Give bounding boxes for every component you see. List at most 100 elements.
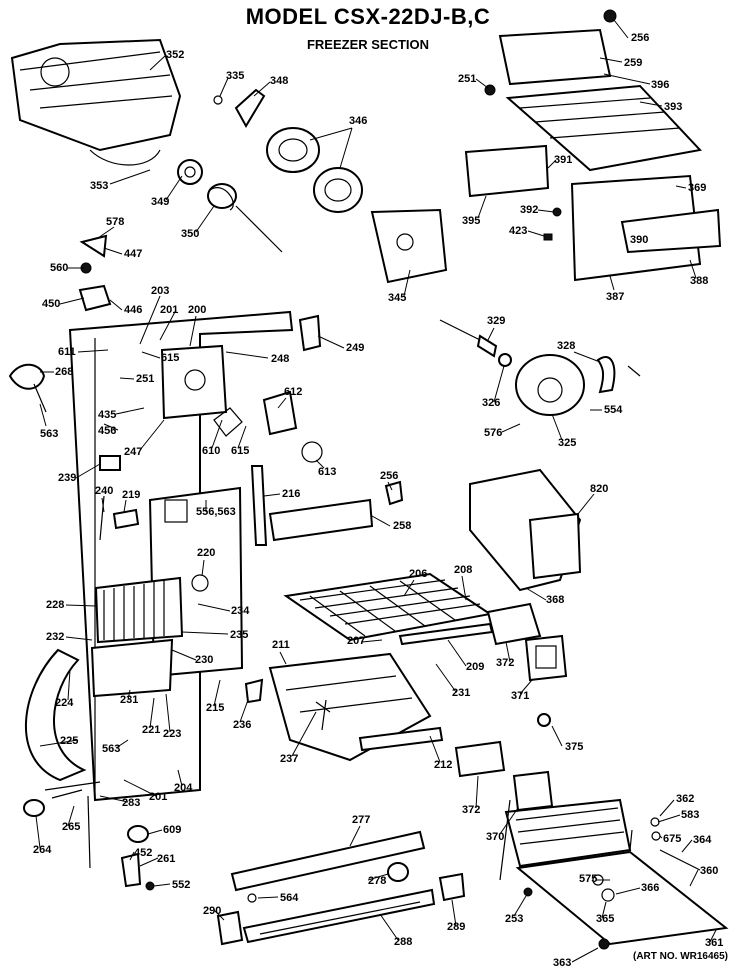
label-251-mid: 251 [136,373,154,385]
label-563-a: 563 [40,428,58,440]
ice-maker-tray-group [464,9,722,282]
label-200: 200 [188,304,206,316]
label-219: 219 [122,489,140,501]
label-552: 552 [172,879,190,891]
label-234: 234 [231,605,250,617]
label-609: 609 [163,824,181,836]
label-345: 345 [388,292,406,304]
label-290: 290 [203,905,221,917]
label-325: 325 [558,437,576,449]
label-615-b: 615 [231,445,249,457]
label-352: 352 [166,49,184,61]
label-554: 554 [604,404,623,416]
label-277: 277 [352,814,370,826]
door-trim-part [25,648,87,782]
label-216: 216 [282,488,300,500]
label-348: 348 [270,75,288,87]
label-611: 611 [58,346,76,358]
label-387: 387 [606,291,624,303]
label-228: 228 [46,599,64,611]
label-328: 328 [557,340,575,352]
label-221: 221 [142,724,160,736]
left-small-parts [8,234,551,891]
label-236: 236 [233,719,251,731]
ice-bucket-part [10,38,182,166]
label-247: 247 [124,446,142,458]
label-372-b: 372 [462,804,480,816]
label-610: 610 [202,445,220,457]
label-235: 235 [230,629,248,641]
label-362: 362 [676,793,694,805]
label-261: 261 [157,853,175,865]
label-248: 248 [271,353,289,365]
label-346: 346 [349,115,367,127]
label-326: 326 [482,397,500,409]
compressor-compartment-part [499,798,729,950]
label-365: 365 [596,913,614,925]
label-249: 249 [346,342,364,354]
label-564: 564 [280,892,299,904]
label-391: 391 [554,154,572,166]
label-215: 215 [206,702,224,714]
label-366: 366 [641,882,659,894]
label-201-top: 201 [160,304,178,316]
label-361: 361 [705,937,723,949]
label-452: 452 [134,847,152,859]
section-title: FREEZER SECTION [306,37,430,52]
label-388: 388 [690,275,708,287]
label-615-a: 615 [161,352,179,364]
label-335: 335 [226,70,244,82]
label-212: 212 [434,759,452,771]
label-251-top: 251 [458,73,476,85]
label-231-left: 231 [120,694,138,706]
label-204: 204 [174,782,193,794]
label-353: 353 [90,180,108,192]
label-237: 237 [280,753,298,765]
label-265: 265 [62,821,80,833]
label-211: 211 [272,639,290,651]
label-612: 612 [284,386,302,398]
label-563-b: 563 [102,743,120,755]
label-556-563: 556,563 [196,506,236,518]
label-230: 230 [195,654,213,666]
auger-motor-parts [439,319,641,416]
label-369: 369 [688,182,706,194]
label-675: 675 [663,833,681,845]
label-224: 224 [55,697,74,709]
label-268: 268 [55,366,73,378]
shelf-and-basket-parts [268,572,494,762]
label-578: 578 [106,216,124,228]
label-423: 423 [509,225,527,237]
freezer-liner-part [68,310,374,802]
leader-lines [35,19,717,963]
label-240: 240 [95,485,113,497]
label-360: 360 [700,865,718,877]
label-820: 820 [590,483,608,495]
label-278: 278 [368,875,386,887]
label-450: 450 [42,298,60,310]
label-390: 390 [630,234,648,246]
callout-labels: 352 335 348 346 353 349 350 345 256 259 … [33,32,723,968]
label-223: 223 [163,728,181,740]
label-456: 456 [98,425,116,437]
label-288: 288 [394,936,412,948]
label-392: 392 [520,204,538,216]
label-207: 207 [347,635,365,647]
label-371: 371 [511,690,529,702]
label-208: 208 [454,564,472,576]
label-560: 560 [50,262,68,274]
label-203: 203 [151,285,169,297]
label-435: 435 [98,409,116,421]
label-576: 576 [484,427,502,439]
label-231-right: 231 [452,687,470,699]
label-363: 363 [553,957,571,968]
label-446: 446 [124,304,142,316]
auger-parts [177,159,283,253]
label-372-a: 372 [496,657,514,669]
label-259: 259 [624,57,642,69]
label-370: 370 [486,831,504,843]
label-447: 447 [124,248,142,260]
label-256-mid: 256 [380,470,398,482]
